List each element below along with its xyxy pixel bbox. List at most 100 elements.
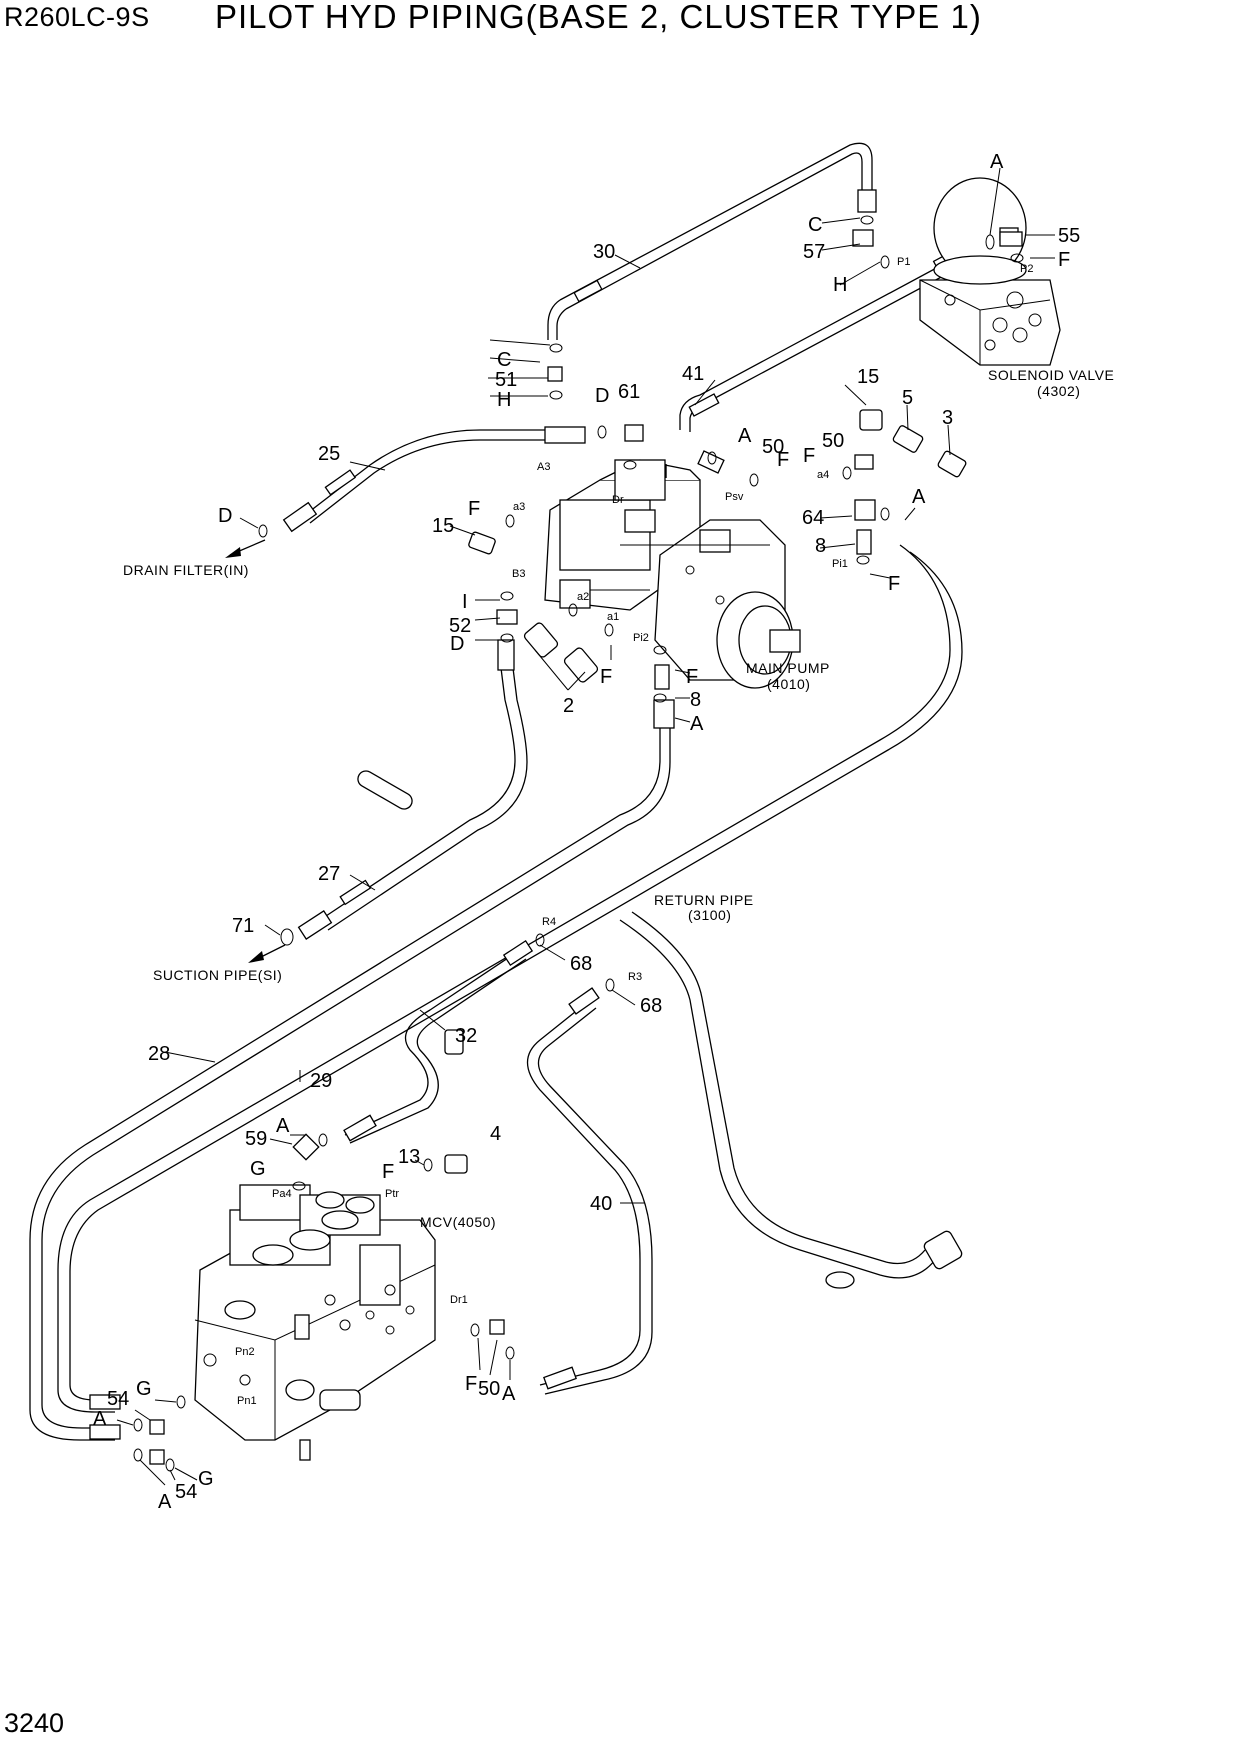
label-A-pi2: A (690, 713, 704, 735)
hose-32 (343, 939, 534, 1144)
label-H-top: H (833, 274, 847, 296)
port-R4: R4 (542, 916, 556, 928)
port-A3: A3 (537, 461, 550, 473)
label-A-mcv: A (502, 1383, 516, 1405)
model-code: R260LC-9S (4, 2, 150, 32)
mcv (194, 1184, 436, 1461)
callout-32: 32 (455, 1025, 477, 1047)
label-D-left: D (450, 633, 464, 655)
callout-57: 57 (803, 241, 825, 263)
port-a4: a4 (817, 469, 829, 481)
callout-71: 71 (232, 915, 254, 937)
hose-40 (527, 987, 653, 1395)
return-pipe-name: RETURN PIPE (654, 892, 754, 908)
label-A-pump: A (738, 425, 752, 447)
label-A-right: A (912, 486, 926, 508)
pipe-28-29 (29, 544, 963, 1441)
port-Pn2: Pn2 (235, 1346, 255, 1358)
label-I-top: I (663, 461, 669, 483)
callout-8-right: 8 (815, 535, 826, 557)
label-F-mcv: F (465, 1373, 477, 1395)
label-G-59: G (250, 1158, 266, 1180)
port-a3: a3 (513, 501, 525, 513)
port-P2: P2 (1020, 263, 1033, 275)
solenoid-valve-name: SOLENOID VALVE (988, 367, 1114, 383)
callout-64: 64 (802, 507, 824, 529)
callout-50-pump: 50 (762, 436, 784, 458)
callout-25: 25 (318, 443, 340, 465)
port-P1: P1 (897, 256, 910, 268)
return-pipe (619, 911, 963, 1289)
callout-61: 61 (618, 381, 640, 403)
label-F-pump-top: F (777, 449, 789, 471)
label-I-left: I (462, 591, 468, 613)
label-F-solenoid: F (1058, 249, 1070, 271)
page-title: PILOT HYD PIPING(BASE 2, CLUSTER TYPE 1) (215, 0, 982, 35)
callout-28: 28 (148, 1043, 170, 1065)
label-F-right: F (803, 445, 815, 467)
port-a2: a2 (577, 591, 589, 603)
callout-68-lower: 68 (640, 995, 662, 1017)
callout-27: 27 (318, 863, 340, 885)
callout-50-right: 50 (822, 430, 844, 452)
label-D-drain: D (218, 505, 232, 527)
label-C-top: C (808, 214, 822, 236)
port-R3: R3 (628, 971, 642, 983)
callout-68-upper: 68 (570, 953, 592, 975)
page-number: 3240 (4, 1708, 65, 1738)
callout-51: 51 (495, 369, 517, 391)
callout-13: 13 (398, 1146, 420, 1168)
label-G-lower: G (198, 1468, 214, 1490)
o-rings (133, 215, 1024, 1472)
callout-30: 30 (593, 241, 615, 263)
main-pump (544, 459, 801, 689)
port-B3: B3 (512, 568, 525, 580)
fittings (149, 229, 1023, 1465)
port-Pi1: Pi1 (832, 558, 848, 570)
callout-4: 4 (490, 1123, 501, 1145)
callout-labels: 30 25 27 28 29 32 40 41 51 52 57 55 61 1… (93, 151, 1080, 1513)
label-A-59: A (276, 1115, 290, 1137)
label-G-upper: G (136, 1378, 152, 1400)
callout-15-left: 15 (432, 515, 454, 537)
callout-5: 5 (902, 387, 913, 409)
callout-59: 59 (245, 1128, 267, 1150)
label-F-pi2: F (686, 666, 698, 688)
main-pump-code: (4010) (767, 676, 810, 692)
mcv-note: MCV(4050) (420, 1214, 496, 1230)
leader-lines (116, 167, 1055, 1486)
port-Dr1: Dr1 (450, 1294, 468, 1306)
callout-41: 41 (682, 363, 704, 385)
callout-2: 2 (563, 695, 574, 717)
label-A-solenoid: A (990, 151, 1004, 173)
hose-30 (547, 142, 877, 340)
label-F-left: F (468, 498, 480, 520)
label-C-left: C (497, 349, 511, 371)
callout-54-lower: 54 (175, 1481, 197, 1503)
label-F-a1: F (600, 666, 612, 688)
callout-52: 52 (449, 615, 471, 637)
hose-41 (679, 249, 962, 432)
flow-arrows (225, 539, 286, 963)
port-Pa4: Pa4 (272, 1188, 292, 1200)
hose-27 (297, 639, 528, 940)
main-pump-name: MAIN PUMP (746, 660, 830, 676)
hose-25 (282, 426, 586, 533)
callout-29: 29 (310, 1070, 332, 1092)
port-Psv: Psv (725, 491, 744, 503)
callout-54-upper: 54 (107, 1388, 129, 1410)
callout-55: 55 (1058, 225, 1080, 247)
label-D-61: D (595, 385, 609, 407)
callout-40: 40 (590, 1193, 612, 1215)
label-F-13: F (382, 1161, 394, 1183)
drain-filter-note: DRAIN FILTER(IN) (123, 562, 249, 578)
solenoid-valve (919, 177, 1061, 366)
callout-15-top: 15 (857, 366, 879, 388)
suction-pipe-note: SUCTION PIPE(SI) (153, 967, 282, 983)
solenoid-valve-code: (4302) (1037, 383, 1080, 399)
port-Pi2: Pi2 (633, 632, 649, 644)
port-Dr: Dr (612, 494, 624, 506)
port-a1: a1 (607, 611, 619, 623)
callout-50-mcv: 50 (478, 1378, 500, 1400)
